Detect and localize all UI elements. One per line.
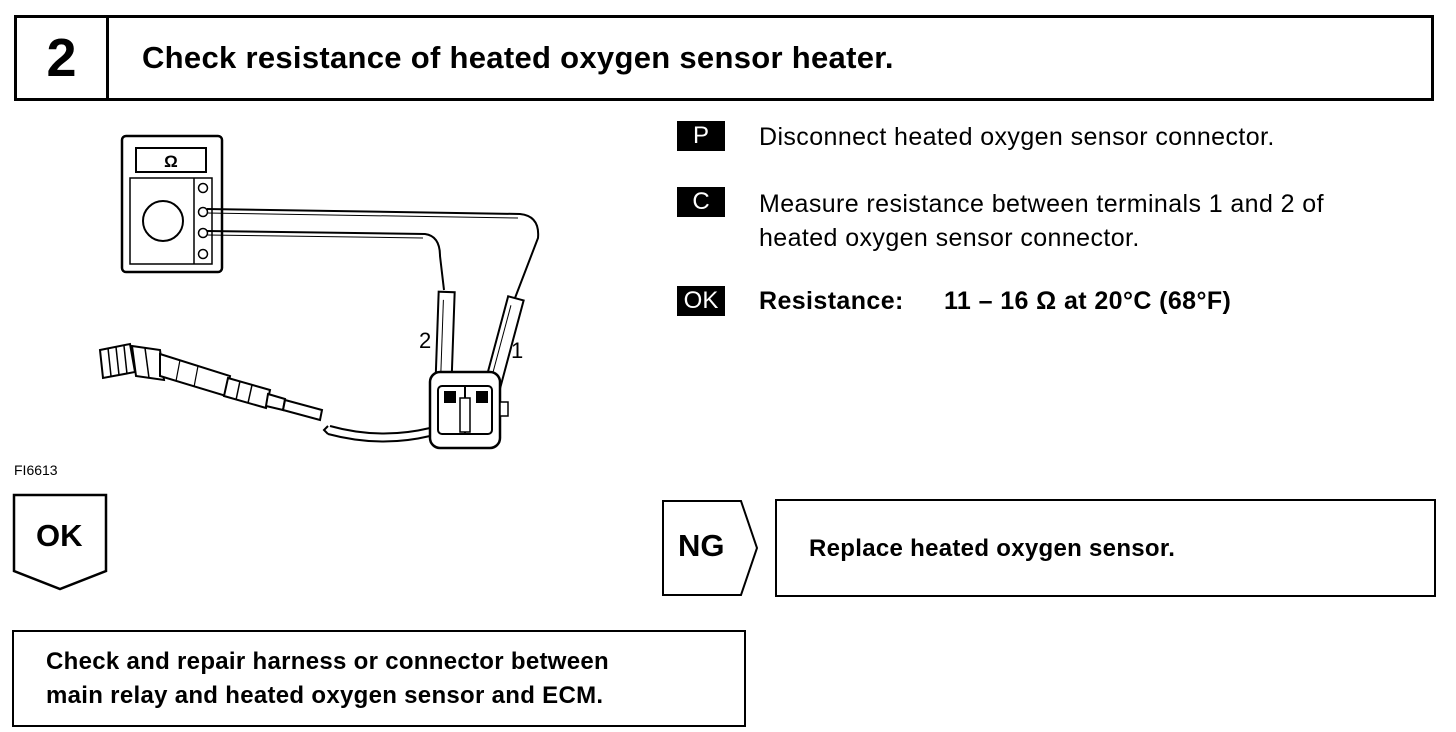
ohmmeter-display: [135, 147, 207, 173]
ohmmeter-symbol: Ω: [164, 152, 178, 171]
resistance-label: Resistance:: [759, 287, 904, 315]
ng-branch-label: NG: [678, 528, 725, 563]
meter-jack-1: [197, 182, 209, 194]
instruction-measure-line2: heated oxygen sensor connector.: [759, 224, 1140, 252]
step-header: 2 Check resistance of heated oxygen sens…: [14, 15, 1434, 101]
test-lead-1: [206, 208, 540, 299]
badge-p: P: [677, 121, 725, 151]
meter-jack-4: [197, 248, 209, 260]
ng-arrow-box: [662, 500, 759, 596]
resistance-value: 11 – 16 Ω at 20°C (68°F): [944, 287, 1232, 315]
test-lead-2: [206, 230, 445, 291]
instruction-disconnect: Disconnect heated oxygen sensor connecto…: [759, 123, 1275, 151]
step-number: 2: [17, 18, 109, 98]
ng-result-box: Replace heated oxygen sensor.: [775, 499, 1436, 597]
badge-ok: OK: [677, 286, 725, 316]
badge-c: C: [677, 187, 725, 217]
ng-action-text: Replace heated oxygen sensor.: [809, 535, 1176, 562]
oxygen-sensor: [98, 342, 324, 422]
ok-result-box: Check and repair harness or connector be…: [12, 630, 746, 727]
ok-branch-label: OK: [36, 518, 83, 553]
step-title: Check resistance of heated oxygen sensor…: [142, 40, 894, 75]
figure-code: FI6613: [14, 462, 58, 478]
sensor-connector: [428, 370, 509, 450]
ok-arrow-box: [12, 493, 108, 591]
probe-2: [434, 290, 456, 386]
ohmmeter-dial: [142, 200, 184, 242]
sensor-cable: [329, 425, 431, 435]
instruction-measure-line1: Measure resistance between terminals 1 a…: [759, 190, 1324, 218]
meter-jack-3: [197, 227, 209, 239]
meter-jack-2: [197, 206, 209, 218]
terminal-label-2: 2: [419, 328, 431, 353]
ok-action-line1: Check and repair harness or connector be…: [46, 648, 610, 675]
ok-action-line2: main relay and heated oxygen sensor and …: [46, 682, 604, 709]
terminal-label-1: 1: [511, 338, 523, 363]
ohmmeter-illustration: Ω 2 1: [98, 134, 540, 450]
